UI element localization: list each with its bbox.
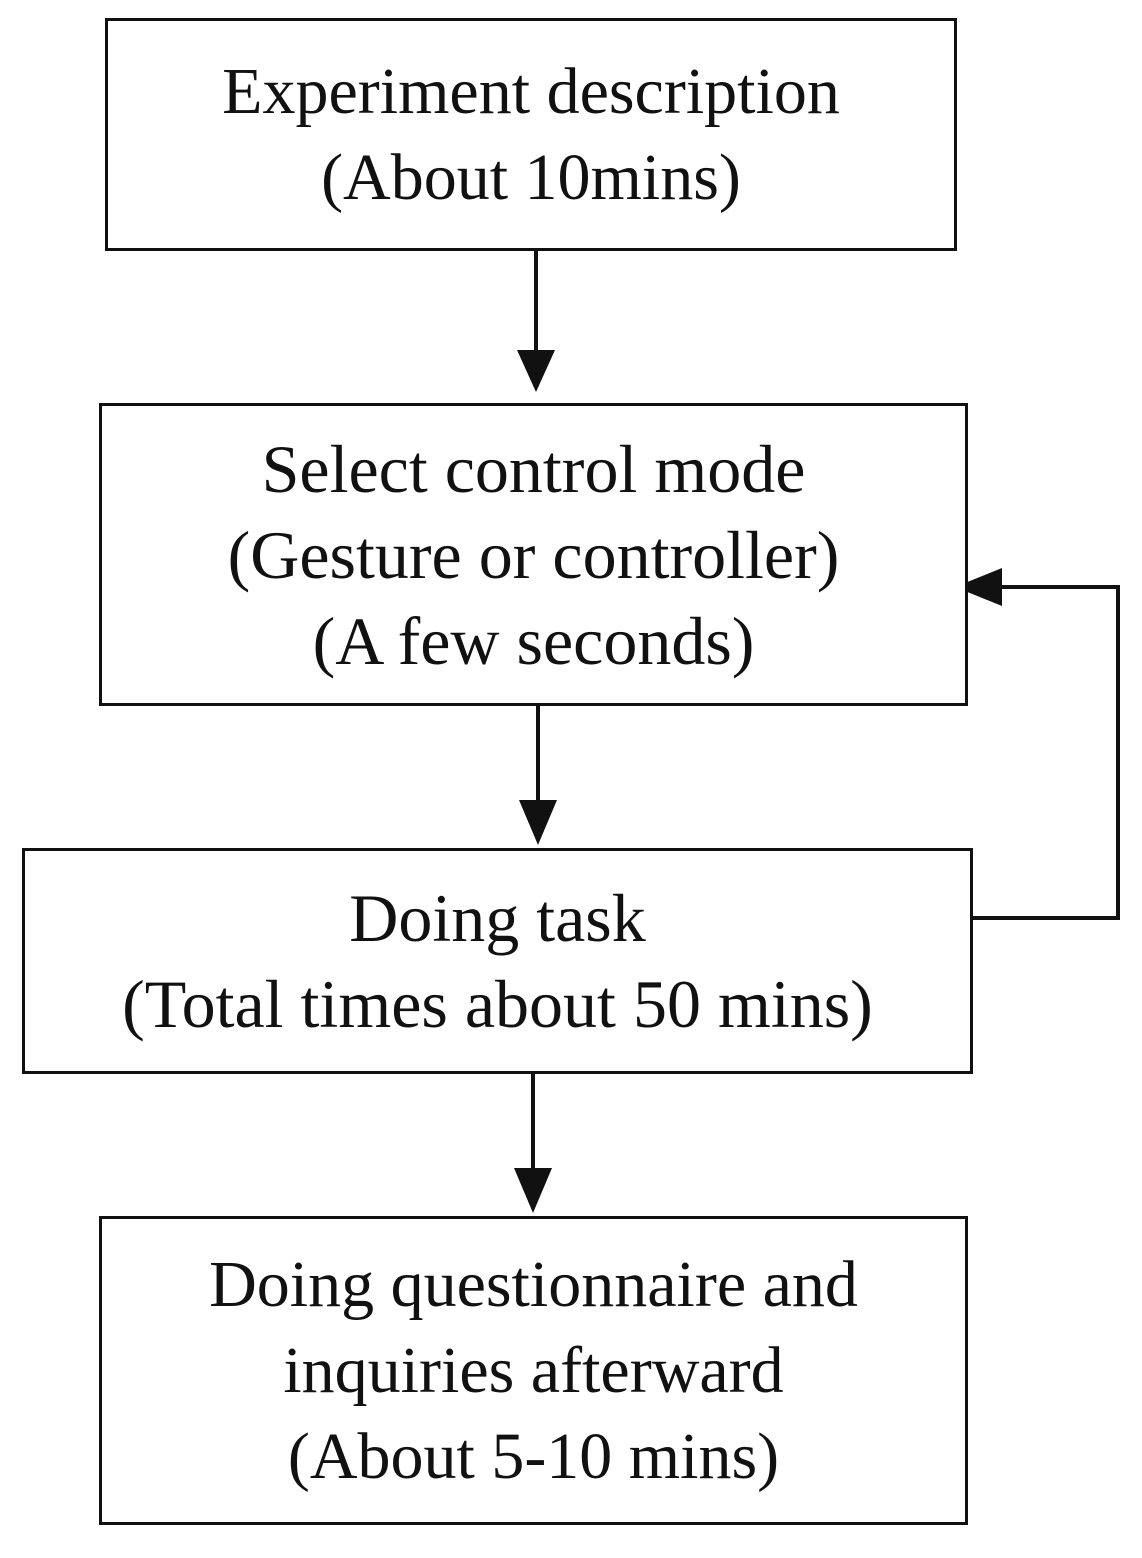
loop-back-arrow-head xyxy=(955,568,1002,606)
step-1-line-1: Experiment description xyxy=(222,54,840,128)
step-doing-task: Doing task (Total times about 50 mins) xyxy=(22,848,973,1074)
arrow-3-to-4-head xyxy=(514,1168,552,1213)
step-2-line-2: (Gesture or controller) xyxy=(227,516,840,593)
step-4-line-2: inquiries afterward xyxy=(283,1333,784,1407)
step-3-line-2: (Total times about 50 mins) xyxy=(122,966,873,1042)
step-1-line-2: (About 10mins) xyxy=(321,140,741,214)
step-questionnaire: Doing questionnaire and inquiries afterw… xyxy=(99,1216,968,1525)
arrow-1-to-2-head xyxy=(517,350,555,392)
step-4-line-3: (About 5-10 mins) xyxy=(287,1419,780,1493)
step-3-line-1: Doing task xyxy=(349,880,646,956)
step-4-line-1: Doing questionnaire and xyxy=(209,1247,858,1321)
arrow-2-to-3-head xyxy=(519,800,557,845)
step-2-line-1: Select control mode xyxy=(261,430,806,507)
step-select-control-mode: Select control mode (Gesture or controll… xyxy=(99,403,968,706)
step-experiment-description: Experiment description (About 10mins) xyxy=(105,18,957,251)
loop-back-line xyxy=(973,585,1120,920)
step-2-line-3: (A few seconds) xyxy=(312,602,755,679)
